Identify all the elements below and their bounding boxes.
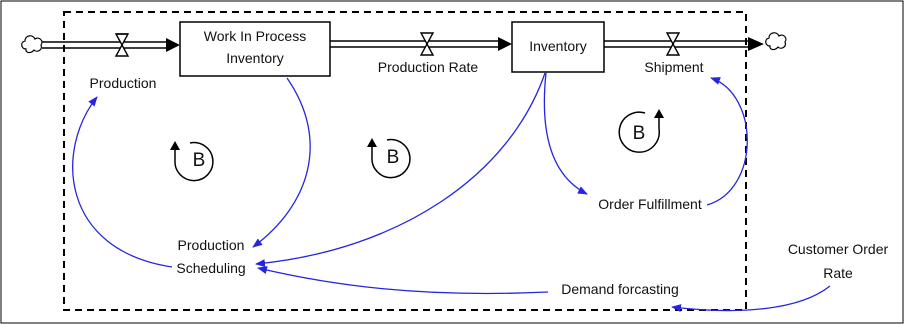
balancing-loop-3-icon [618,109,664,153]
inventory-stock [511,21,605,73]
balancing-loop-1-icon [170,141,214,182]
balancing-loop-2-icon [367,138,411,179]
link-scheduling-to-production [72,96,173,268]
production-flow-label: Production [90,75,157,91]
customer-order-rate-label-line2: Rate [823,265,853,281]
customer-order-rate-label-line1: Customer Order [788,241,889,257]
production-rate-flow-label: Production Rate [378,59,479,75]
production-scheduling-label-line1: Production [178,237,245,253]
inventory-stock-label: Inventory [529,38,587,54]
shipment-valve-icon [665,32,681,56]
production-rate-flow-pipe [330,37,512,51]
loop-3-label: B [633,123,646,144]
shipment-flow-pipe [604,37,764,51]
link-wip-to-scheduling [252,77,311,248]
loop-1-label: B [193,150,206,171]
production-rate-valve-icon [419,32,435,56]
order-fulfillment-label: Order Fulfillment [598,196,702,212]
production-scheduling-label-line2: Scheduling [176,260,245,276]
link-customer-order-to-demand [671,285,831,313]
wip-stock-label-line1: Work In Process [204,28,306,44]
link-order-fulfillment-to-shipment [706,77,748,206]
wip-stock-label-line2: Inventory [226,50,284,66]
production-flow-pipe [42,38,180,52]
system-boundary [63,11,747,311]
loop-2-label: B [387,147,400,168]
wip-inventory-stock [179,21,331,77]
production-valve-icon [114,33,130,57]
sink-cloud-icon [765,32,787,51]
shipment-flow-label: Shipment [644,59,703,75]
source-cloud-icon [21,35,43,54]
demand-forecasting-label: Demand forcasting [561,281,679,297]
link-inventory-to-scheduling [255,72,546,268]
link-inventory-to-order-fulfillment [543,72,588,195]
link-demand-to-scheduling [257,266,549,295]
